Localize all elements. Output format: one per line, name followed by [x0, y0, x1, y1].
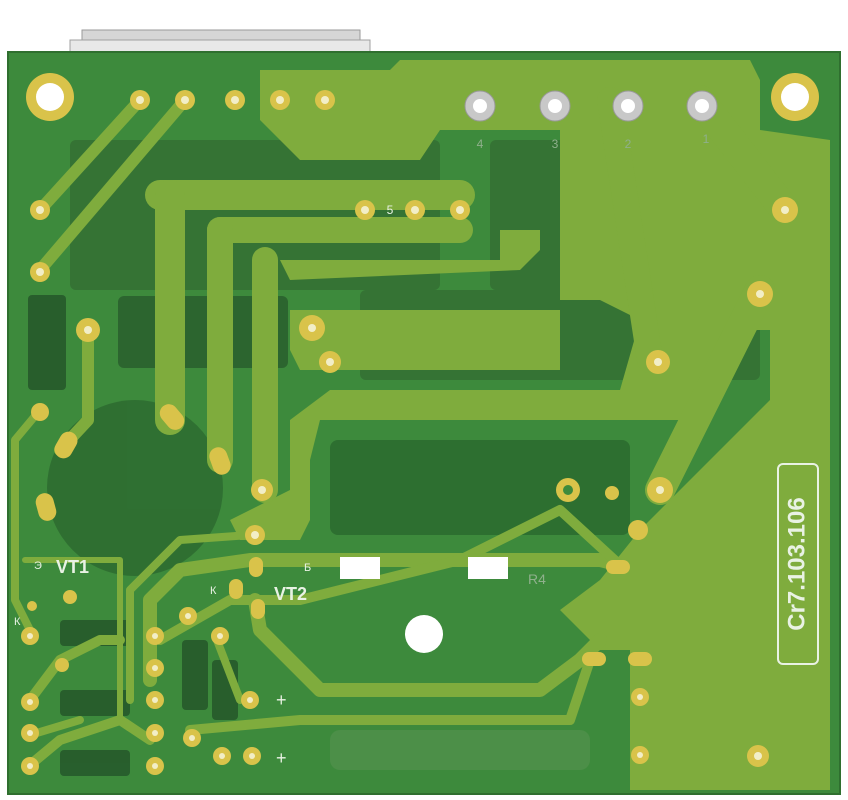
copper-traces [11, 60, 830, 790]
vt1-label: VT1 [56, 557, 89, 577]
vt2-label: VT2 [274, 584, 307, 604]
pin-label-2: 2 [625, 137, 632, 151]
board-cutouts [340, 557, 508, 653]
vt2-lead-b: Б [304, 562, 311, 574]
connector-housing [69, 29, 383, 131]
plus-mark-1: + [276, 690, 287, 710]
pin-label-3: 3 [552, 137, 559, 151]
part-number: Cr7.103.106 [783, 497, 810, 630]
mounting-holes [26, 73, 819, 121]
silkscreen-labels: 4 3 2 1 5 VT1 Э К VT2 Б К R4 + + [14, 132, 710, 768]
resistor-r4-label: R4 [528, 571, 546, 587]
pin-label-1: 1 [703, 132, 710, 146]
part-number-block: Cr7.103.106 [777, 463, 819, 665]
vt1-lead-k: К [14, 616, 21, 628]
plus-mark-2: + [276, 748, 287, 768]
pin-label-5: 5 [387, 203, 394, 217]
connector-pins [464, 90, 718, 122]
vt2-lead-k: К [210, 585, 217, 597]
oval-pads [35, 404, 652, 666]
vt1-lead-e: Э [34, 560, 42, 572]
pin-label-4: 4 [477, 137, 484, 151]
solder-pad-holes [27, 96, 789, 769]
